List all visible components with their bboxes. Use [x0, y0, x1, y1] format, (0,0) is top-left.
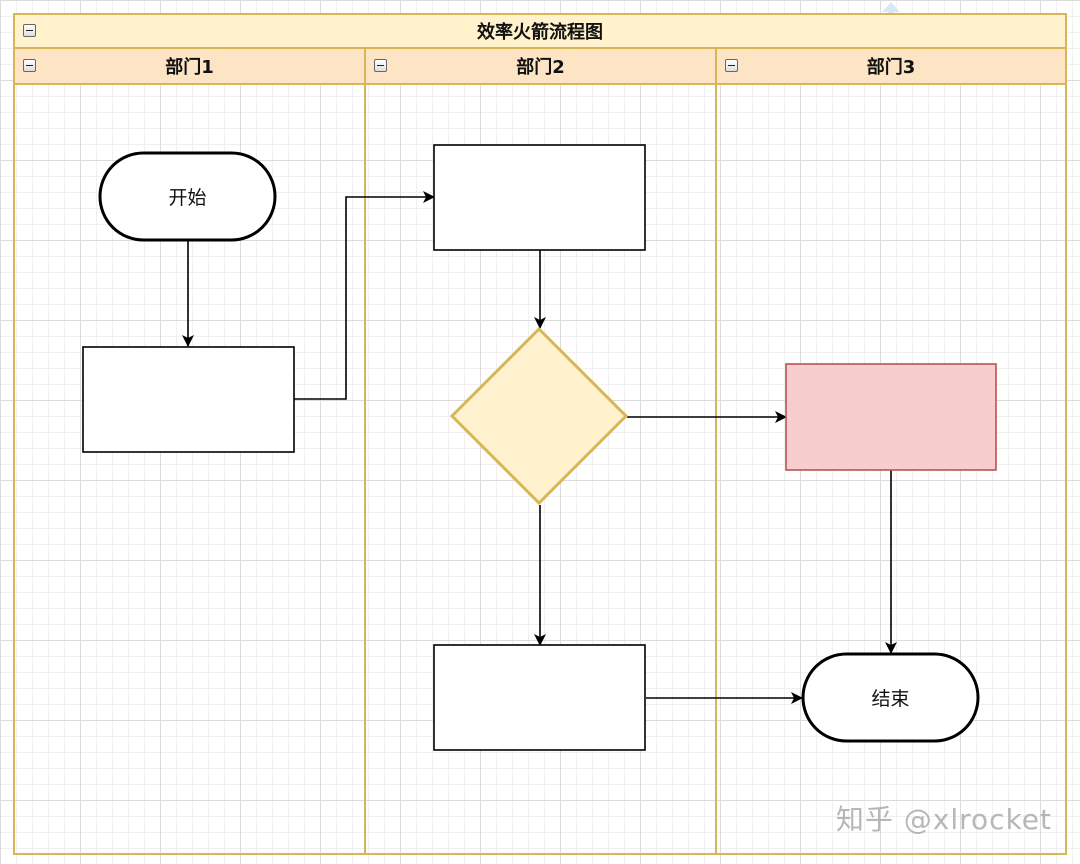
process-box-2[interactable]: [433, 144, 646, 251]
lane-3[interactable]: 部门3: [717, 49, 1065, 853]
lane-3-title: 部门3: [866, 57, 916, 78]
lane-1-header: 部门1: [15, 49, 364, 85]
lane-2-title: 部门2: [516, 57, 565, 78]
collapse-pool-icon[interactable]: [23, 24, 36, 37]
decision-diamond[interactable]: [449, 326, 629, 506]
collapse-lane-1-icon[interactable]: [23, 59, 36, 72]
start-terminator[interactable]: [98, 151, 277, 242]
lane-2[interactable]: 部门2: [366, 49, 717, 853]
lane-1[interactable]: 部门1: [15, 49, 366, 853]
process-box-1[interactable]: [82, 346, 295, 453]
lane-1-title: 部门1: [165, 57, 214, 78]
collapse-lane-3-icon[interactable]: [725, 59, 738, 72]
highlight-process-box[interactable]: [785, 363, 997, 471]
pool-title: 效率火箭流程图: [477, 22, 603, 43]
swimlane-pool[interactable]: 效率火箭流程图 部门1 部门2 部门3: [13, 13, 1067, 855]
pool-header: 效率火箭流程图: [15, 15, 1065, 49]
end-terminator[interactable]: [801, 652, 980, 743]
edge-process-1-to-process-2[interactable]: [294, 191, 435, 400]
process-box-3[interactable]: [433, 644, 646, 751]
watermark-text: 知乎 @xlrocket: [835, 803, 1052, 836]
lane-3-header: 部门3: [717, 49, 1065, 85]
collapse-lane-2-icon[interactable]: [374, 59, 387, 72]
lane-2-header: 部门2: [366, 49, 715, 85]
